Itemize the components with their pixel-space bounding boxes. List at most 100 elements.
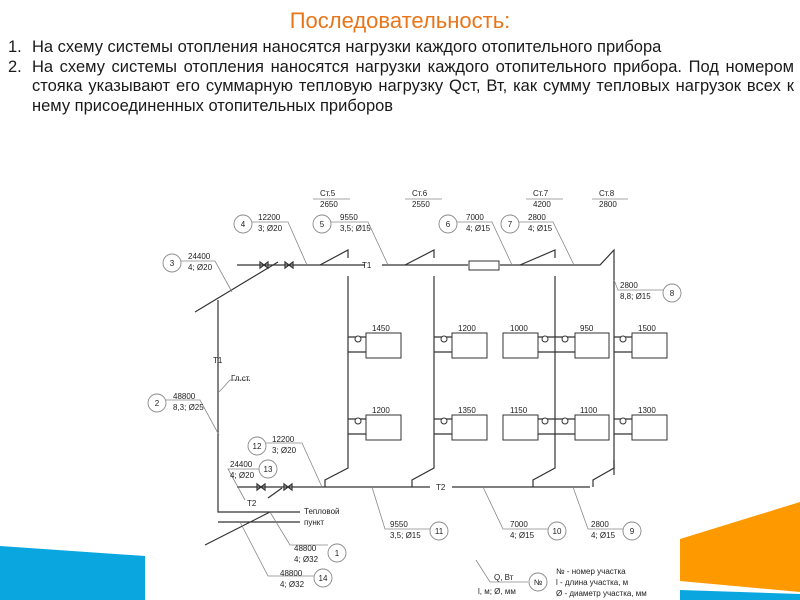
section-length-diameter: 4; Ø15 — [466, 224, 491, 233]
section-load: 24400 — [188, 252, 211, 261]
section-label-1: 1 48800 4; Ø32 — [269, 511, 347, 564]
pipe-label-t1: T1 — [362, 261, 372, 270]
section-load: 24400 — [230, 460, 253, 469]
steps-list: 1.На схему системы отопления наносятся н… — [8, 38, 794, 116]
section-number: 8 — [670, 289, 675, 298]
leader-line — [252, 221, 308, 266]
legend-num: № — [534, 578, 543, 587]
pipe-label-t1-riser: T1 — [213, 356, 223, 365]
section-length-diameter: 8,8; Ø15 — [620, 292, 651, 301]
main-riser-label: Гл.ст. — [231, 374, 251, 383]
section-length-diameter: 4; Ø32 — [294, 555, 319, 564]
radiator: 1500 — [614, 324, 668, 359]
item-number: 2. — [8, 57, 22, 76]
section-length-diameter: 3,5; Ø15 — [340, 224, 371, 233]
radiator: 1200 — [348, 406, 402, 441]
list-item: 2.На схему системы отопления наносятся н… — [8, 58, 794, 117]
section-load: 48800 — [173, 392, 196, 401]
section-length-diameter: 4; Ø15 — [510, 531, 535, 540]
radiator: 1150 1100 — [502, 406, 610, 441]
legend-ld: l, м; Ø, мм — [478, 587, 516, 596]
section-length-diameter: 8,3; Ø25 — [173, 403, 204, 412]
leader-line — [519, 221, 575, 266]
section-number: 11 — [435, 527, 444, 536]
section-number: 13 — [264, 465, 273, 474]
section-load: 2800 — [591, 520, 609, 529]
heat-point-label: Тепловой — [304, 507, 340, 516]
section-number: 12 — [253, 442, 262, 451]
radiator-load: 1000 — [510, 324, 528, 333]
section-number-circle — [622, 521, 642, 541]
section-length-diameter: 3; Ø20 — [272, 446, 297, 455]
leader-line — [227, 468, 259, 501]
section-number: 3 — [170, 259, 175, 268]
section-load: 9550 — [340, 213, 358, 222]
legend-line: Ø - диаметр участка, мм — [556, 589, 647, 598]
legend-line: l - длина участка, м — [556, 578, 628, 587]
radiator: 1300 — [614, 406, 668, 441]
riser-name: Ст.7 — [533, 189, 549, 198]
section-number: 14 — [319, 574, 328, 583]
leader-line — [269, 511, 328, 546]
pipe-label-t2-riser: T2 — [247, 499, 257, 508]
section-load: 9550 — [390, 520, 408, 529]
section-load: 12200 — [258, 213, 281, 222]
section-number: 7 — [508, 220, 513, 229]
radiator-load: 1200 — [372, 406, 390, 415]
section-load: 2800 — [528, 213, 546, 222]
section-label-12: 12 12200 3; Ø20 — [247, 435, 323, 488]
section-number-circle — [429, 521, 449, 541]
section-length-diameter: 4; Ø15 — [591, 531, 616, 540]
section-label-14: 14 48800 4; Ø32 — [239, 521, 333, 589]
leader-line — [266, 442, 323, 488]
section-number-circle — [547, 521, 567, 541]
radiator-load: 1100 — [580, 406, 598, 415]
section-load: 12200 — [272, 435, 295, 444]
section-number-circle — [438, 214, 458, 234]
section-number-circle — [247, 436, 267, 456]
riser-name: Ст.6 — [412, 189, 428, 198]
legend-line: № - номер участка — [556, 567, 626, 576]
leader-line — [239, 521, 314, 577]
blue-strip-shape — [680, 590, 800, 600]
riser-label: Ст.6 2550 — [405, 189, 442, 209]
section-number: 1 — [335, 549, 340, 558]
section-load: 48800 — [280, 569, 303, 578]
leader-line — [457, 221, 513, 266]
section-number: 4 — [241, 220, 246, 229]
section-length-diameter: 3,5; Ø15 — [390, 531, 421, 540]
leader-line — [371, 486, 430, 530]
radiator-load: 1200 — [458, 324, 476, 333]
section-load: 7000 — [510, 520, 528, 529]
section-number-circle — [147, 393, 167, 413]
radiator-load: 1350 — [458, 406, 476, 415]
radiator-load: 1150 — [510, 406, 528, 415]
blue-corner-shape — [0, 546, 145, 600]
leader-line — [613, 279, 663, 291]
radiator-load: 1500 — [638, 324, 656, 333]
heat-point-label: пункт — [304, 518, 324, 527]
section-number-circle — [327, 543, 347, 563]
riser-load: 2550 — [412, 200, 430, 209]
radiators-bottom: 1200 1350 1150 1100 1300 — [348, 406, 668, 441]
riser-load: 2650 — [320, 200, 338, 209]
section-load: 48800 — [294, 544, 317, 553]
leader-line — [331, 221, 389, 266]
